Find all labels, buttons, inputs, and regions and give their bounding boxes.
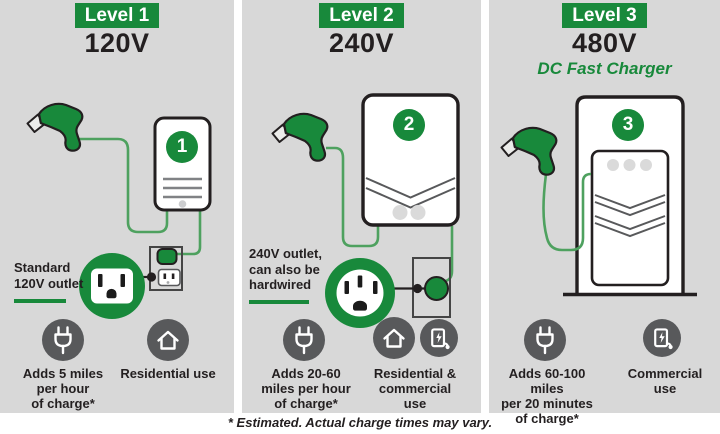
callout-dot (146, 272, 157, 282)
small-outlet (157, 268, 181, 287)
stat-caption: Commercial use (627, 366, 703, 396)
house-icon (147, 319, 189, 366)
device-number-badge: 2 (393, 109, 425, 141)
plug-icon (524, 319, 566, 366)
stat-caption: Adds 20-60 miles per hour of charge* (261, 366, 351, 411)
device-number-badge: 1 (166, 131, 198, 163)
charger-label-lines (163, 177, 202, 199)
voltage-label: 240V (328, 28, 395, 58)
charging-cable (326, 146, 380, 248)
level-1-header: Level 1 120V (0, 3, 234, 58)
stat-caption: Residential & commercial use (373, 366, 457, 411)
charger-button (392, 205, 408, 220)
level-badge: Level 1 (74, 3, 160, 28)
house-icon (373, 317, 415, 364)
level-1-column: Level 1 120V 1 S (0, 0, 234, 413)
level-badge: Level 2 (319, 3, 404, 28)
stat-caption: Adds 60-100 miles per 20 minutes of char… (501, 366, 593, 426)
level-1-illustration (26, 102, 212, 319)
ev-connector-icon (26, 102, 84, 152)
station-front-panel (590, 149, 670, 287)
level-3-column: Level 3 480V DC Fast Charger 3 Ad (489, 0, 720, 426)
ev-connector-icon (500, 126, 558, 176)
wall-outlet-plate (149, 246, 183, 291)
plug-in-outlet (156, 248, 178, 265)
plug-icon (42, 319, 84, 366)
charger-button (410, 205, 426, 220)
footnote: * Estimated. Actual charge times may var… (227, 415, 493, 430)
ev-connector-icon (271, 112, 329, 162)
voltage-label: 120V (84, 28, 150, 58)
level-3-header: Level 3 480V DC Fast Charger (489, 3, 720, 80)
charger-indicator-dot (178, 200, 187, 208)
station-indicator-dots (607, 159, 652, 171)
level-badge: Level 3 (562, 3, 647, 28)
charging-station-icon (643, 319, 681, 362)
note-underline (249, 300, 309, 304)
plug-icon (283, 319, 325, 366)
plug-in-outlet (424, 276, 449, 301)
level-3-illustration (500, 95, 697, 297)
level-2-header: Level 2 240V (242, 3, 481, 58)
outlet-note: 240V outlet, can also be hardwired (249, 246, 322, 292)
device-number-badge: 3 (612, 109, 644, 141)
charger-chevrons (365, 177, 456, 209)
outlet-120v-zoom-icon (79, 253, 145, 319)
charging-cable (79, 137, 169, 234)
wall-charger-box (361, 93, 460, 227)
outlet-note: Standard 120V outlet (14, 260, 84, 291)
level-2-column: Level 2 240V 2 240V outlet, can also be … (242, 0, 481, 413)
note-underline (14, 299, 66, 303)
charger-to-outlet-cord (176, 210, 202, 256)
outlet-240v-zoom-icon (325, 258, 395, 328)
dc-fast-charger-subtitle: DC Fast Charger (537, 59, 672, 78)
voltage-label: 480V (571, 28, 638, 58)
charging-cable (542, 172, 592, 252)
callout-dot (412, 283, 423, 294)
station-chevrons (594, 194, 666, 238)
charging-station-icon (420, 319, 458, 362)
stat-caption: Adds 5 miles per hour of charge* (22, 366, 104, 411)
level-2-illustration (271, 93, 460, 328)
stat-caption: Residential use (120, 366, 216, 381)
